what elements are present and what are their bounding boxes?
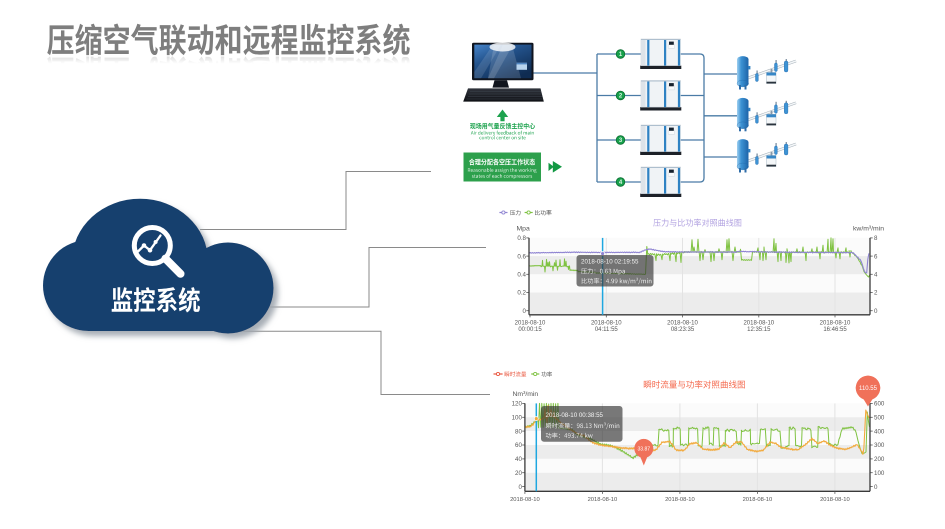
svg-text:0.4: 0.4	[517, 272, 526, 279]
svg-text:12:35:15: 12:35:15	[747, 327, 771, 333]
svg-text:100: 100	[874, 470, 885, 477]
svg-text:120: 120	[512, 401, 523, 408]
svg-text:2: 2	[619, 94, 623, 100]
svg-text:200: 200	[874, 456, 885, 463]
svg-text:04:11:55: 04:11:55	[595, 327, 619, 333]
svg-text:3: 3	[619, 138, 623, 144]
svg-text:2018-08-10: 2018-08-10	[667, 320, 698, 326]
svg-text:60: 60	[515, 442, 522, 449]
svg-text:2018-08-10: 2018-08-10	[820, 320, 851, 326]
svg-text:8: 8	[874, 235, 878, 242]
svg-text:2018-08-10 00:38:55: 2018-08-10 00:38:55	[546, 412, 604, 419]
svg-text:20: 20	[515, 470, 522, 477]
svg-text:100: 100	[512, 415, 523, 422]
svg-text:0: 0	[874, 484, 878, 491]
svg-text:2018-08-10: 2018-08-10	[510, 497, 540, 503]
svg-text:4: 4	[619, 180, 623, 186]
svg-text:0: 0	[518, 484, 522, 491]
svg-text:0: 0	[874, 308, 878, 315]
svg-text:2018-08-10: 2018-08-10	[743, 497, 773, 503]
svg-text:0.6: 0.6	[517, 253, 526, 260]
svg-text:80: 80	[515, 428, 522, 435]
svg-text:2018-08-10 02:19:55: 2018-08-10 02:19:55	[581, 258, 639, 265]
svg-text:600: 600	[874, 401, 885, 408]
svg-text:0.8: 0.8	[517, 235, 526, 242]
svg-text:Nm³/min: Nm³/min	[513, 391, 539, 398]
svg-text:4: 4	[874, 272, 878, 279]
svg-text:400: 400	[874, 428, 885, 435]
svg-text:2018-08-10: 2018-08-10	[591, 320, 622, 326]
svg-text:2018-08-10: 2018-08-10	[743, 320, 774, 326]
svg-text:300: 300	[874, 442, 885, 449]
svg-text:2018-08-10: 2018-08-10	[665, 497, 695, 503]
svg-text:33.87: 33.87	[638, 446, 651, 452]
svg-text:0: 0	[523, 308, 527, 315]
svg-text:110.55: 110.55	[859, 386, 878, 392]
svg-text:2018-08-10: 2018-08-10	[588, 497, 618, 503]
svg-text:Mpa: Mpa	[517, 226, 530, 233]
svg-text:2: 2	[874, 290, 878, 297]
svg-text:00:00:15: 00:00:15	[518, 327, 542, 333]
svg-text:0.2: 0.2	[517, 290, 526, 297]
svg-text:2018-08-10: 2018-08-10	[820, 497, 850, 503]
svg-text:16:46:55: 16:46:55	[823, 327, 847, 333]
svg-text:2018-08-10: 2018-08-10	[515, 320, 546, 326]
svg-text:500: 500	[874, 415, 885, 422]
svg-text:kw/m³/min: kw/m³/min	[853, 226, 884, 233]
svg-text:08:23:35: 08:23:35	[671, 327, 695, 333]
svg-text:40: 40	[515, 456, 522, 463]
svg-text:6: 6	[874, 253, 878, 260]
svg-text:1: 1	[619, 52, 623, 58]
